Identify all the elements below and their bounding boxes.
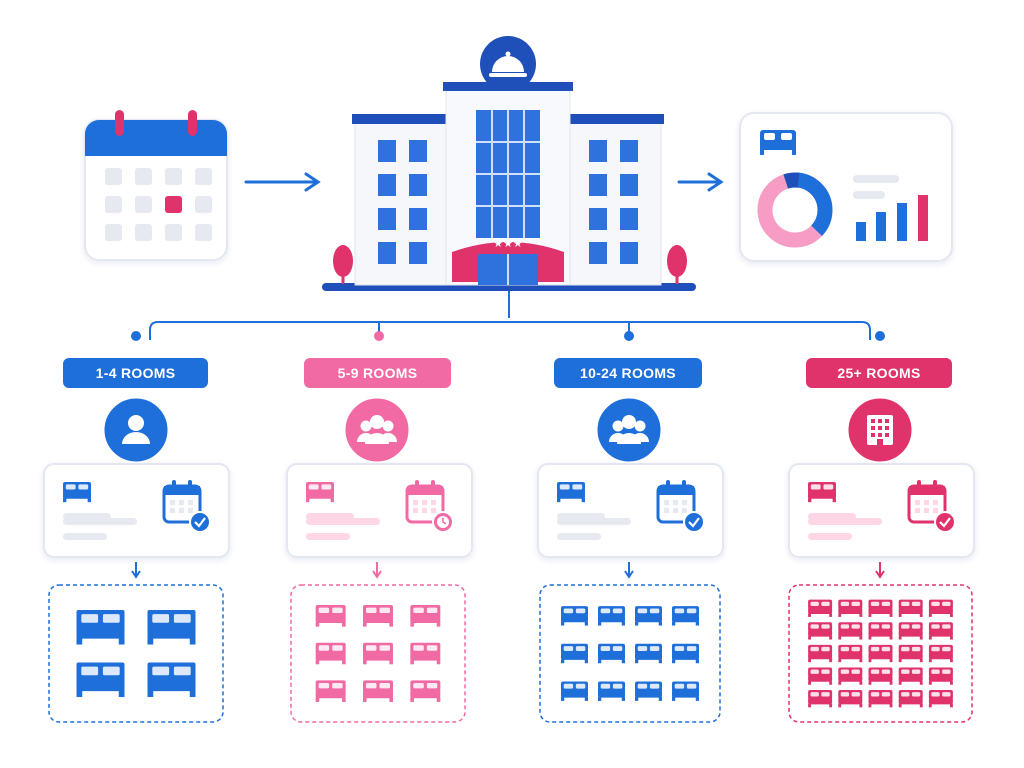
hotel-stars: ★★★: [493, 237, 523, 250]
bed-icon: [315, 605, 346, 627]
bed-icon: [898, 599, 923, 617]
bed-icon: [557, 482, 585, 503]
bed-icon: [838, 667, 863, 685]
bed-icon: [808, 622, 833, 640]
bed-icon: [147, 609, 196, 645]
bed-icon: [672, 606, 699, 626]
tier-label-25-plus: 25+ ROOMS: [806, 358, 952, 388]
flow-arrow-down: [131, 562, 141, 579]
bed-icon: [808, 644, 833, 663]
tier-label-10-24: 10-24 ROOMS: [554, 358, 702, 388]
bed-icon: [410, 642, 441, 665]
bed-icon: [838, 599, 863, 617]
bed-icon: [928, 690, 953, 708]
flow-arrow-in: [244, 172, 321, 192]
tier-detail-card: [43, 463, 230, 558]
bed-icon: [868, 667, 893, 685]
bed-icon: [868, 644, 893, 663]
bed-icon: [315, 680, 346, 702]
bed-icon: [808, 599, 833, 617]
tier-detail-card: [788, 463, 975, 558]
calendar-check-icon: [907, 480, 956, 533]
bed-icon: [898, 690, 923, 708]
bed-icon: [410, 605, 441, 627]
bed-icon: [363, 680, 393, 702]
flow-arrow-out: [677, 172, 724, 192]
calendar-check-icon: [656, 480, 705, 533]
branch-connectors: [149, 291, 871, 340]
donut-chart-icon: [757, 172, 833, 248]
bed-icon: [635, 606, 662, 626]
bed-icon: [898, 667, 923, 685]
bed-icon: [76, 609, 125, 645]
bed-icon: [598, 643, 625, 664]
bed-icon: [808, 690, 833, 708]
bed-icon: [808, 482, 836, 503]
tier-column-3: [537, 395, 724, 723]
tier-column-1: [43, 395, 230, 723]
flow-arrow-down: [624, 562, 634, 579]
tier-detail-card: [537, 463, 724, 558]
bed-icon: [868, 599, 893, 617]
bed-icon: [410, 680, 441, 702]
bed-icon: [598, 606, 625, 626]
building-icon: [845, 395, 915, 465]
bed-icon: [76, 662, 125, 698]
tier-detail-card: [286, 463, 473, 558]
bed-icon: [898, 644, 923, 663]
bed-icon: [306, 482, 334, 503]
bed-icon: [363, 642, 393, 665]
room-grid: [788, 584, 973, 723]
analytics-panel: [739, 112, 953, 262]
tier-column-2: [286, 395, 473, 723]
bed-icon: [635, 643, 662, 664]
tiers-layer: [43, 395, 975, 723]
room-grid: [48, 584, 224, 723]
calendar-clock-icon: [405, 480, 454, 533]
tier-column-4: [788, 395, 975, 723]
bed-icon: [868, 622, 893, 640]
bed-icon: [928, 644, 953, 663]
bed-icon: [928, 599, 953, 617]
bed-icon: [315, 642, 346, 665]
bed-icon: [672, 643, 699, 664]
bed-icon: [598, 681, 625, 701]
booking-calendar-icon: [84, 110, 228, 261]
bed-icon: [561, 606, 588, 626]
bed-icon: [838, 622, 863, 640]
person-icon: [101, 395, 171, 465]
bed-icon: [561, 643, 588, 664]
flow-arrow-down: [875, 562, 885, 579]
bed-icon: [635, 681, 662, 701]
bed-icon: [808, 667, 833, 685]
bed-icon: [363, 605, 393, 627]
tree-icon: [667, 245, 687, 284]
hotel-building: ★★★: [322, 36, 696, 291]
bell-icon: [480, 36, 536, 92]
bed-icon: [63, 482, 91, 503]
bed-icon: [838, 690, 863, 708]
bed-icon: [868, 690, 893, 708]
bed-icon: [672, 681, 699, 701]
tier-label-1-4: 1-4 ROOMS: [63, 358, 208, 388]
tree-icon: [333, 245, 353, 284]
tier-label-5-9: 5-9 ROOMS: [304, 358, 451, 388]
room-grid: [539, 584, 721, 723]
bed-icon: [561, 681, 588, 701]
bed-icon: [838, 644, 863, 663]
bed-icon: [928, 667, 953, 685]
bar-chart-icon: [856, 195, 928, 241]
bed-icon: [147, 662, 196, 698]
flow-arrow-down: [372, 562, 382, 579]
bed-icon: [760, 130, 796, 155]
room-grid: [290, 584, 466, 723]
bed-icon: [928, 622, 953, 640]
bed-icon: [898, 622, 923, 640]
group-icon: [594, 395, 664, 465]
calendar-check-icon: [162, 480, 211, 533]
group-icon: [342, 395, 412, 465]
